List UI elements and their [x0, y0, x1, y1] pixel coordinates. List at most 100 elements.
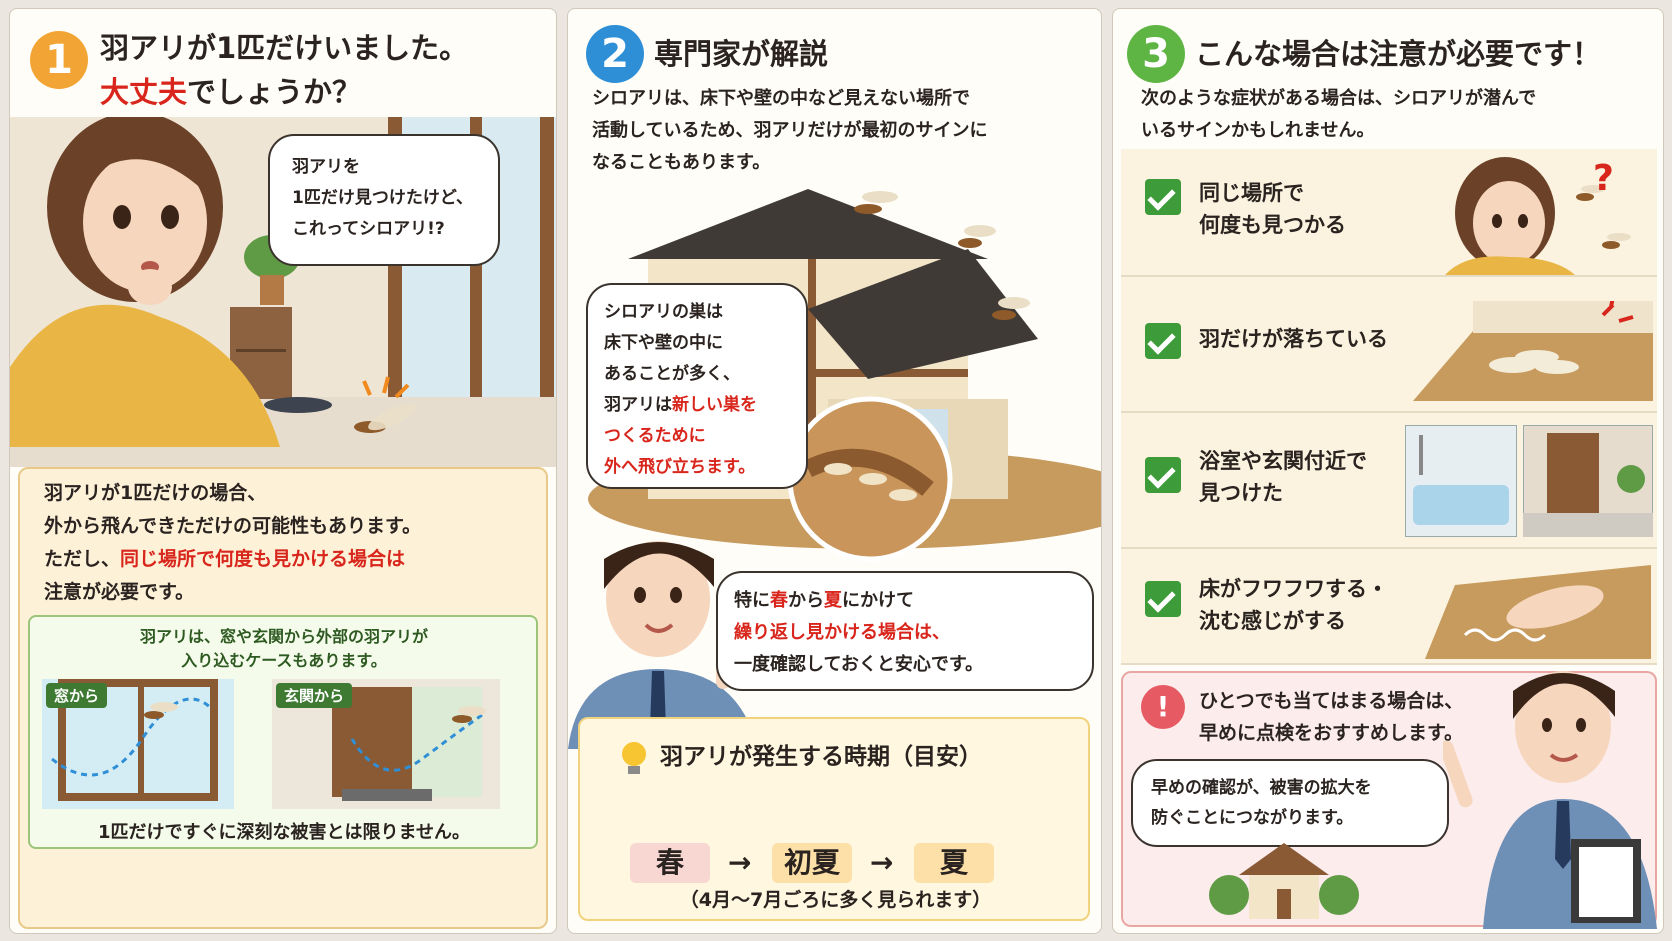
nest-prefix: 羽アリは [604, 395, 672, 415]
termite-icon [992, 297, 1030, 320]
step-3-badge: 3 [1127, 25, 1185, 83]
symptom-4-text: 床がフワフワする・ 沈む感じがする [1199, 573, 1388, 637]
worried-woman-illustration [1445, 157, 1631, 275]
nest-line: 羽アリは新しい巣を [604, 390, 790, 421]
season-arrow: → [870, 846, 894, 879]
alert-line: ひとつでも当てはまる場合は、 [1199, 690, 1464, 712]
season-arrow: → [728, 846, 752, 879]
intro-line: いるサインかもしれません。 [1141, 120, 1375, 141]
symptom-row-1 [1121, 149, 1657, 277]
step-2-badge: 2 [586, 25, 644, 83]
symptom-line: 見つけた [1199, 481, 1283, 505]
termite-icon [958, 225, 996, 248]
panel-2-intro: シロアリは、床下や壁の中など見えない場所で 活動しているため、羽アリだけが最初の… [592, 83, 987, 179]
nest-line: つくるために [604, 426, 706, 446]
panel-1-title-line2: 大丈夫でしょうか？ [100, 71, 361, 113]
termite-icon [1576, 185, 1605, 201]
alert-icon: ! [1141, 685, 1185, 729]
panel-1: 1 羽アリが1匹だけいました。 大丈夫でしょうか？ [9, 8, 557, 934]
bubble-line: 羽アリを [292, 157, 360, 177]
termite-icon [1602, 233, 1631, 249]
tag-entrance: 玄関から [276, 683, 353, 708]
symptom-line: 何度も見つかる [1199, 213, 1346, 237]
panel-2-title: 専門家が解説 [654, 37, 829, 71]
bubble-line: これってシロアリ!? [292, 219, 445, 239]
panel-3-intro: 次のような症状がある場合は、シロアリが潜んで いるサインかもしれません。 [1141, 83, 1536, 147]
note-line-2: 外から飛んできただけの可能性もあります。 [44, 515, 422, 537]
intro-line: 次のような症状がある場合は、シロアリが潜んで [1141, 88, 1537, 109]
symptom-3-text: 浴室や玄関付近で 見つけた [1199, 445, 1367, 509]
nest-line: あることが多く、 [604, 364, 740, 384]
green-line-1: 羽アリは、窓や玄関から外部の羽アリが [139, 627, 428, 646]
symptom-1-text: 同じ場所で 何度も見つかる [1199, 177, 1346, 241]
season-spring: 春 [630, 843, 710, 883]
season-early-summer: 初夏 [772, 843, 852, 883]
step-1-badge: 1 [30, 31, 88, 89]
expert-speech-bubble: 早めの確認が、被害の拡大を 防ぐことにつながります。 [1131, 759, 1449, 847]
alert-text: ひとつでも当てはまる場合は、 早めに点検をおすすめします。 [1199, 685, 1463, 749]
termite-icon [144, 702, 178, 719]
lightbulb-icon [622, 742, 646, 774]
nest-line: 床下や壁の中に [604, 333, 723, 353]
check-icon [1145, 581, 1181, 617]
intro-line: なることもあります。 [592, 152, 771, 173]
panel-2: 2 専門家が解説 シロアリは、床下や壁の中など見えない場所で 活動しているため、… [567, 8, 1102, 934]
title-rest-text: でしょうか？ [187, 75, 362, 109]
nest-line: 外へ飛び立ちます。 [604, 457, 756, 477]
expert-red-spring: 春 [770, 590, 788, 611]
expert-line-2: 繰り返し見かける場合は、 [734, 622, 950, 643]
note-red-text: 同じ場所で何度も見かける場合は [120, 548, 406, 570]
entrance-door-illustration [1523, 425, 1653, 537]
woman-icon [10, 117, 280, 447]
panel-3-title: こんな場合は注意が必要です！ [1195, 37, 1602, 71]
bathroom-illustration [1405, 425, 1517, 537]
panel-3: 3 こんな場合は注意が必要です！ 次のような症状がある場合は、シロアリが潜んで … [1112, 8, 1664, 934]
title-red-text: 大丈夫 [100, 75, 188, 109]
termite-icon [354, 376, 416, 433]
bubble-line: 防ぐことにつながります。 [1151, 808, 1354, 828]
nest-explanation-bubble: シロアリの巣は 床下や壁の中に あることが多く、 羽アリは新しい巣を つくるため… [586, 283, 808, 489]
expert-line-1: 特に春から夏にかけて [734, 585, 1076, 617]
woman-speech-bubble: 羽アリを 1匹だけ見つけたけど、 これってシロアリ!? [268, 134, 500, 266]
green-line-2: 入り込むケースもあります。 [181, 651, 387, 670]
window-illustration [42, 679, 234, 809]
season-box [578, 717, 1090, 921]
slippers-icon [264, 397, 332, 413]
house-roof [628, 189, 988, 259]
alert-line: 早めに点検をおすすめします。 [1199, 722, 1464, 744]
season-note: （4月〜7月ごろに多く見られます） [679, 889, 992, 911]
expert-red-summer: 夏 [824, 590, 842, 611]
intro-line: シロアリは、床下や壁の中など見えない場所で [592, 88, 970, 109]
expert-suffix: にかけて [842, 590, 914, 611]
check-icon [1145, 179, 1181, 215]
check-icon [1145, 323, 1181, 359]
symptom-line: 羽だけが落ちている [1199, 327, 1388, 351]
expert-mid: から [788, 590, 824, 611]
termite-icon [452, 706, 486, 723]
soft-floor-illustration [1425, 565, 1651, 659]
question-mark-icon: ? [1593, 158, 1614, 199]
symptom-line: 浴室や玄関付近で [1199, 449, 1367, 473]
note-line-3: ただし、同じ場所で何度も見かける場合は [44, 543, 405, 576]
bubble-line: 1匹だけ見つけたけど、 [292, 188, 473, 208]
symptom-line: 同じ場所で [1199, 181, 1304, 205]
symptom-2-text: 羽だけが落ちている [1199, 323, 1388, 355]
panel-1-title-line1: 羽アリが1匹だけいました。 [100, 31, 469, 65]
check-icon [1145, 457, 1181, 493]
note-line-4: 注意が必要です。 [44, 581, 195, 603]
note-line-1: 羽アリが1匹だけの場合、 [44, 482, 267, 504]
house-icon [1209, 843, 1359, 919]
expert-line-3: 一度確認しておくと安心です。 [734, 654, 984, 675]
tag-window: 窓から [46, 683, 108, 708]
bubble-line: 早めの確認が、被害の拡大を [1151, 778, 1372, 798]
bottom-note: 1匹だけですぐに深刻な被害とは限りません。 [98, 822, 470, 843]
intro-line: 活動しているため、羽アリだけが最初のサインに [592, 120, 988, 141]
season-summer: 夏 [914, 843, 994, 883]
expert-advice-bubble: 特に春から夏にかけて 繰り返し見かける場合は、 一度確認しておくと安心です。 [716, 571, 1094, 691]
nest-red: 新しい巣を [672, 395, 757, 415]
expert-prefix: 特に [734, 590, 770, 611]
symptom-line: 床がフワフワする・ [1199, 577, 1388, 601]
symptom-line: 沈む感じがする [1199, 609, 1346, 633]
expert-with-clipboard-icon [1443, 671, 1657, 929]
season-title: 羽アリが発生する時期（目安） [660, 744, 982, 770]
